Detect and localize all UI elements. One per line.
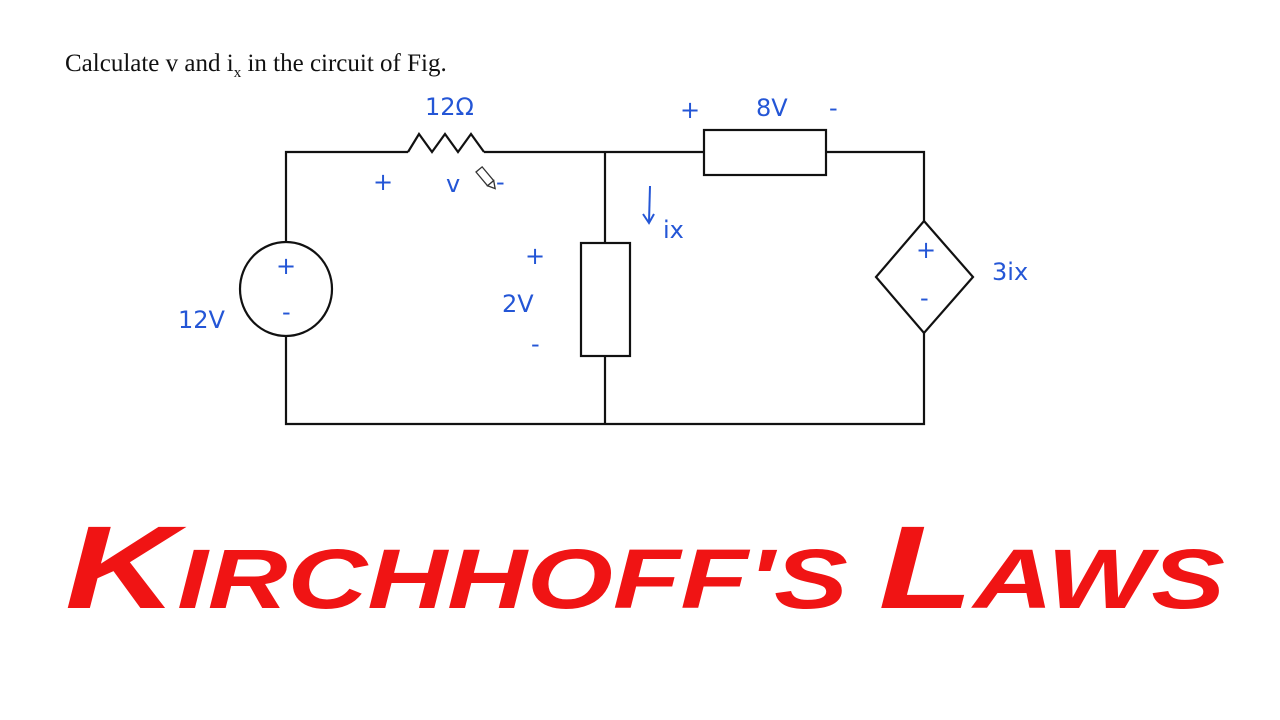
label-12-ohm: 12Ω — [425, 93, 474, 121]
question-sub: x — [233, 65, 242, 81]
label-2v-minus: - — [531, 330, 540, 358]
dependent-plus: + — [916, 236, 936, 264]
label-ix: ix — [663, 216, 684, 244]
title-part-1: IRCHHOFF'S — [177, 532, 878, 626]
question-text: Calculate v and ix in the circuit of Fig… — [65, 50, 447, 82]
element-8v-box — [702, 128, 828, 177]
source-plus: + — [276, 252, 296, 280]
wire-bottom — [284, 333, 926, 426]
label-8v: 8V — [756, 94, 788, 122]
label-8v-minus: - — [829, 94, 838, 122]
arrow-down-icon — [642, 185, 655, 225]
title-letter-k: K — [65, 502, 187, 634]
pencil-cursor-icon — [475, 165, 496, 190]
wire-top-right — [826, 150, 926, 221]
wire-left-top — [284, 150, 408, 242]
label-v-minus: - — [496, 168, 505, 196]
label-v: v — [446, 170, 460, 198]
label-v-plus: + — [373, 168, 393, 196]
resistor-12ohm — [407, 132, 485, 154]
dependent-minus: - — [920, 284, 929, 312]
source-minus: - — [282, 298, 291, 326]
question-suffix: in the circuit of Fig. — [241, 50, 447, 77]
label-12v: 12V — [178, 306, 226, 334]
dependent-voltage-source — [874, 219, 975, 335]
label-2v-plus: + — [525, 242, 545, 270]
element-2v-box — [579, 241, 632, 358]
title-part-2: AWS — [971, 532, 1225, 626]
label-8v-plus: + — [680, 96, 700, 124]
title-letter-l: L — [879, 502, 974, 634]
label-3ix: 3ix — [992, 258, 1028, 286]
label-2v: 2V — [502, 290, 534, 318]
question-prefix: Calculate v and i — [65, 50, 234, 77]
